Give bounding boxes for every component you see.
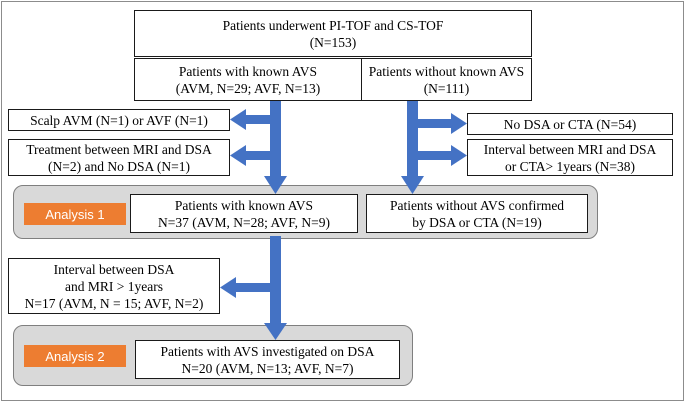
analysis-2-tag-label: Analysis 2	[45, 348, 105, 364]
box-exclusion-interval-mri: Interval between MRI and DSA or CTA> 1ye…	[467, 139, 673, 176]
analysis-1-tag: Analysis 1	[24, 203, 126, 225]
box-exclusion-no-dsa: No DSA or CTA (N=54)	[467, 113, 673, 135]
box-exclusion-interval-mri-line2: or CTA> 1years (N=38)	[505, 158, 635, 174]
box-exclusion-scalp: Scalp AVM (N=1) or AVF (N=1)	[8, 109, 230, 131]
analysis-2-tag: Analysis 2	[24, 345, 126, 367]
box-analysis1-without: Patients without AVS confirmed by DSA or…	[366, 194, 588, 233]
box-analysis1-known-line1: Patients with known AVS	[174, 197, 314, 213]
box-exclusion-interval-dsa-line2: and MRI > 1years	[65, 278, 163, 294]
arrow-head-treatment	[230, 145, 246, 166]
box-exclusion-interval-dsa: Interval between DSA and MRI > 1years N=…	[8, 258, 220, 314]
arrow-head-interval-mri	[451, 145, 467, 166]
analysis-1-tag-label: Analysis 1	[45, 206, 105, 222]
box-analysis1-without-line1: Patients without AVS confirmed	[389, 197, 565, 213]
arrow-left-stem-upper	[270, 100, 281, 176]
arrow-left-stem-lower	[270, 236, 281, 323]
box-analysis1-known-line2: N=37 (AVM, N=28; AVF, N=9)	[157, 214, 331, 230]
arrow-head-scalp	[230, 109, 246, 130]
box-all-patients-line1: Patients underwent PI-TOF and CS-TOF	[222, 17, 444, 33]
box-known-avs-line2: (AVM, N=29; AVF, N=13)	[175, 80, 321, 96]
arrow-group	[220, 100, 467, 340]
box-analysis1-without-line2: by DSA or CTA (N=19)	[412, 214, 542, 230]
box-without-known-avs-line1: Patients without known AVS	[368, 63, 525, 79]
box-exclusion-scalp-line1: Scalp AVM (N=1) or AVF (N=1)	[30, 112, 208, 128]
box-exclusion-interval-dsa-line1: Interval between DSA	[53, 261, 175, 277]
box-known-avs-line1: Patients with known AVS	[178, 63, 318, 79]
box-analysis1-known: Patients with known AVS N=37 (AVM, N=28;…	[130, 194, 358, 233]
box-analysis2-investigated-line1: Patients with AVS investigated on DSA	[160, 343, 375, 359]
arrow-right-stem	[407, 100, 418, 176]
box-analysis2-investigated-line2: N=20 (AVM, N=13; AVF, N=7)	[181, 360, 354, 376]
arrow-branch-interval-dsa	[236, 283, 274, 292]
arrow-branch-interval-mri	[414, 151, 451, 160]
arrow-head-interval-dsa	[220, 277, 236, 298]
box-exclusion-interval-dsa-line3: N=17 (AVM, N = 15; AVF, N=2)	[24, 295, 204, 311]
arrow-head-to-analysis2	[264, 323, 287, 340]
box-exclusion-interval-mri-line1: Interval between MRI and DSA	[483, 141, 657, 157]
arrow-branch-scalp	[246, 115, 274, 124]
box-without-known-avs: Patients without known AVS (N=111)	[361, 58, 532, 101]
box-without-known-avs-line2: (N=111)	[423, 80, 470, 96]
arrow-head-no-dsa	[451, 113, 467, 134]
box-all-patients: Patients underwent PI-TOF and CS-TOF (N=…	[134, 10, 532, 57]
box-analysis2-investigated: Patients with AVS investigated on DSA N=…	[135, 340, 400, 379]
box-all-patients-line2: (N=153)	[309, 34, 357, 50]
box-known-avs: Patients with known AVS (AVM, N=29; AVF,…	[134, 58, 362, 101]
box-exclusion-treatment-line1: Treatment between MRI and DSA	[26, 141, 212, 157]
arrow-head-to-analysis1-known	[264, 176, 287, 194]
box-exclusion-no-dsa-line1: No DSA or CTA (N=54)	[503, 116, 637, 132]
arrow-head-to-analysis1-without	[401, 176, 424, 194]
arrow-branch-treatment	[246, 151, 274, 160]
arrow-branch-no-dsa	[414, 119, 451, 128]
box-exclusion-treatment: Treatment between MRI and DSA (N=2) and …	[8, 139, 230, 176]
box-exclusion-treatment-line2: (N=2) and No DSA (N=1)	[48, 158, 190, 174]
